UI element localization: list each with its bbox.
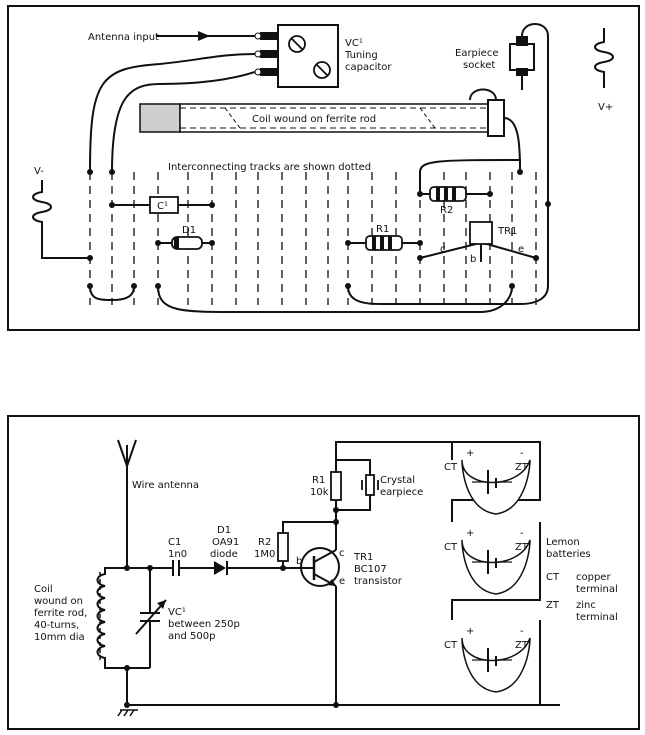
capacitor-label: capacitor: [345, 62, 392, 73]
coil-text-4: 40-turns,: [34, 620, 79, 631]
ground-icon: [117, 709, 138, 717]
vplus-lead-coil: [594, 28, 614, 88]
schematic-frame: [7, 415, 640, 730]
r1-resistor: [330, 471, 342, 501]
tuning-capacitor-body: [277, 24, 339, 88]
solder-joints: [87, 169, 551, 289]
r1-resistor: R1: [348, 224, 420, 251]
legend-zt-text-2: terminal: [576, 612, 618, 623]
earpiece-label: Earpiece: [455, 48, 499, 59]
lemon-text-2: batteries: [546, 549, 591, 560]
antenna-input-label: Antenna input: [88, 32, 159, 43]
layout-frame: [7, 5, 640, 331]
lemon-battery-3: + - CT ZT: [444, 626, 531, 693]
vc1-text-1: VC¹: [168, 607, 186, 618]
vc1-variable-capacitor: [127, 567, 167, 669]
lemon2-zt: ZT: [515, 542, 529, 553]
vminus-lead-coil: [32, 180, 90, 259]
crystal-text-1: Crystal: [380, 475, 415, 486]
tr-pin-e: e: [339, 576, 345, 587]
r1-text-2: 10k: [310, 487, 329, 498]
v-plus-label: V+: [598, 102, 613, 113]
vc1-label: VC¹: [345, 38, 363, 49]
d1-text-3: diode: [210, 549, 238, 560]
lemon1-ct: CT: [444, 462, 458, 473]
lemon1-minus: -: [520, 448, 524, 459]
schematic-junctions: [124, 507, 339, 708]
r2-resistor: [277, 532, 289, 562]
v-minus-label: V-: [34, 166, 44, 177]
r1-label: R1: [376, 224, 389, 235]
d1-diode-icon: [214, 561, 226, 575]
capacitor-screw-icon: [288, 35, 306, 53]
legend-ct-text-2: terminal: [576, 584, 618, 595]
stripboard-layout-panel: Antenna input VC¹ Tuning capacitor: [7, 5, 640, 331]
coil-text-1: Coil: [34, 584, 53, 595]
c1-label: C¹: [157, 201, 168, 212]
c1-text-1: C1: [168, 537, 181, 548]
legend-ct-text-1: copper: [576, 572, 611, 583]
coil-text-5: 10mm dia: [34, 632, 85, 643]
pin-e-label: e: [518, 244, 524, 255]
r1-text-1: R1: [312, 475, 325, 486]
lemon3-zt: ZT: [515, 640, 529, 651]
d1-text-2: OA91: [212, 537, 239, 548]
legend-zt: ZT: [546, 600, 560, 611]
tr1-text-2: BC107: [354, 564, 387, 575]
capacitor-screw-icon: [313, 61, 331, 79]
crystal-earpiece-icon: [365, 474, 375, 496]
legend-ct: CT: [546, 572, 560, 583]
c1-text-2: 1n0: [168, 549, 187, 560]
vc1-text-2: between 250p: [168, 619, 240, 630]
lemon3-plus: +: [466, 626, 474, 637]
ferrite-rod-coil: Coil wound on ferrite rod: [139, 99, 505, 137]
capacitor-terminals: [254, 32, 278, 76]
earpiece-socket: [509, 23, 549, 110]
crystal-text-2: earpiece: [380, 487, 423, 498]
lemon2-ct: CT: [444, 542, 458, 553]
socket-label: socket: [463, 60, 495, 71]
lemon1-zt: ZT: [515, 462, 529, 473]
tr-pin-b: b: [296, 556, 302, 567]
lemon1-plus: +: [466, 448, 474, 459]
coil-text-3: ferrite rod,: [34, 608, 87, 619]
pin-c-label: c: [440, 244, 446, 255]
tr1-transistor: TR1 c b e: [419, 221, 537, 265]
coil-text-2: wound on: [34, 596, 83, 607]
lemon3-ct: CT: [444, 640, 458, 651]
tr1-label: TR1: [497, 226, 517, 237]
tuning-label: Tuning: [344, 50, 378, 61]
lemon2-minus: -: [520, 528, 524, 539]
antenna-icon: [117, 439, 137, 568]
lemon-battery-1: + - CT ZT: [444, 448, 531, 515]
lemon-text-1: Lemon: [546, 537, 580, 548]
schematic-panel: Wire antenna Coil wound on ferrite rod, …: [7, 415, 640, 730]
wire-antenna-label: Wire antenna: [132, 480, 199, 491]
d1-text-1: D1: [217, 525, 231, 536]
antenna-arrow-icon: [198, 31, 210, 41]
coil-label: Coil wound on ferrite rod: [252, 114, 376, 125]
lemon3-minus: -: [520, 626, 524, 637]
pin-b-label: b: [470, 254, 476, 265]
r2-text-2: 1M0: [254, 549, 275, 560]
d1-label: D1: [182, 225, 196, 236]
coil-symbol: [96, 567, 127, 669]
legend-zt-text-1: zinc: [576, 600, 596, 611]
r2-text-1: R2: [258, 537, 271, 548]
lemon-battery-2: + - CT ZT: [444, 528, 531, 595]
c1-capacitor: C¹: [112, 196, 212, 214]
r2-label: R2: [440, 205, 453, 216]
battery-top-wire: [335, 441, 541, 460]
tracks-note: Interconnecting tracks are shown dotted: [168, 162, 371, 173]
lemon2-plus: +: [466, 528, 474, 539]
d1-diode: D1: [158, 225, 212, 250]
tr1-text-1: TR1: [353, 552, 373, 563]
tr-pin-c: c: [339, 548, 345, 559]
vc1-text-3: and 500p: [168, 631, 215, 642]
r2-resistor: R2: [419, 158, 521, 216]
tr1-text-3: transistor: [354, 576, 403, 587]
